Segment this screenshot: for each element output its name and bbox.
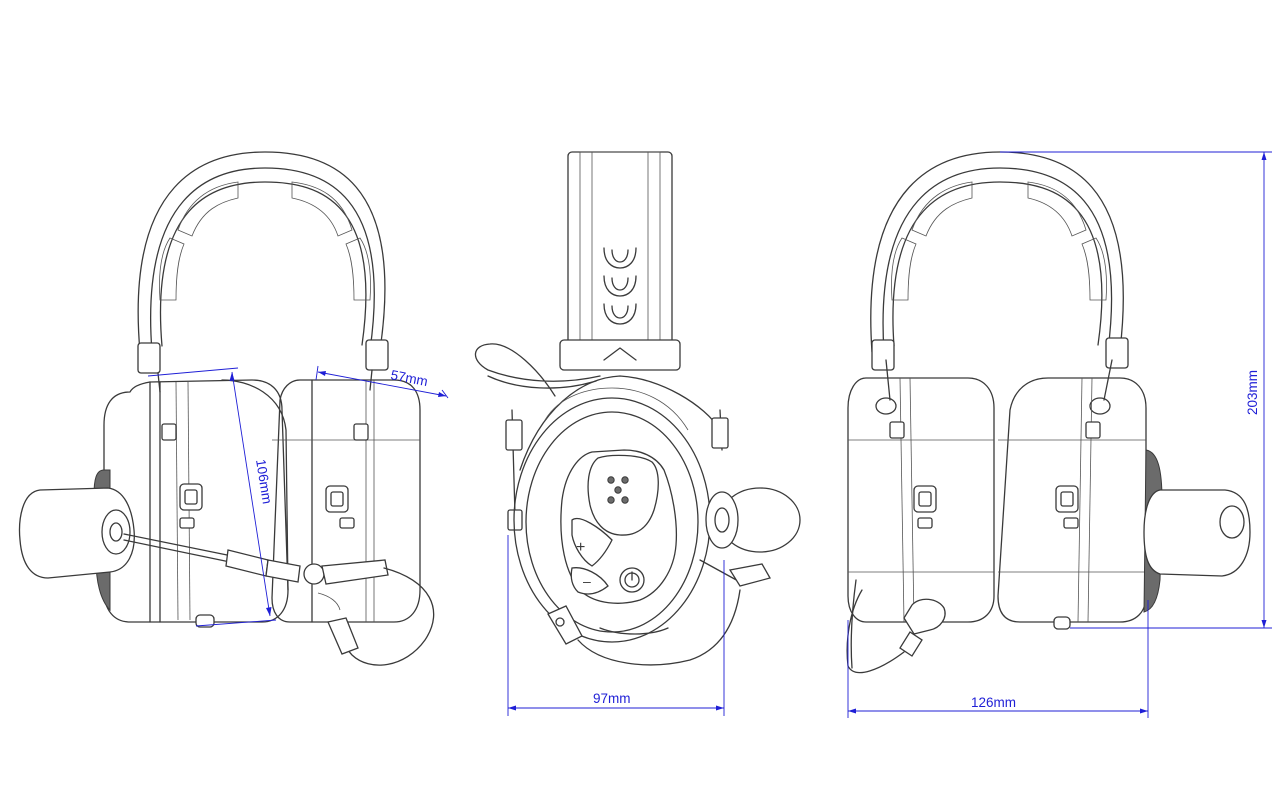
svg-text:–: – — [583, 573, 591, 589]
headset-side-view: + – — [474, 151, 801, 666]
svg-text:+: + — [576, 539, 585, 556]
left-height-dimension-label: 106mm — [253, 458, 275, 505]
right-width-dimension-label: 126mm — [971, 695, 1016, 710]
headset-front-view — [18, 151, 435, 666]
left-depth-dimension-label: 57mm — [389, 367, 429, 389]
headset-rear-view — [846, 151, 1251, 674]
front-width-dimension-label: 97mm — [593, 691, 631, 706]
right-height-dimension-label: 203mm — [1245, 370, 1260, 415]
dimension-lines — [147, 151, 1272, 718]
